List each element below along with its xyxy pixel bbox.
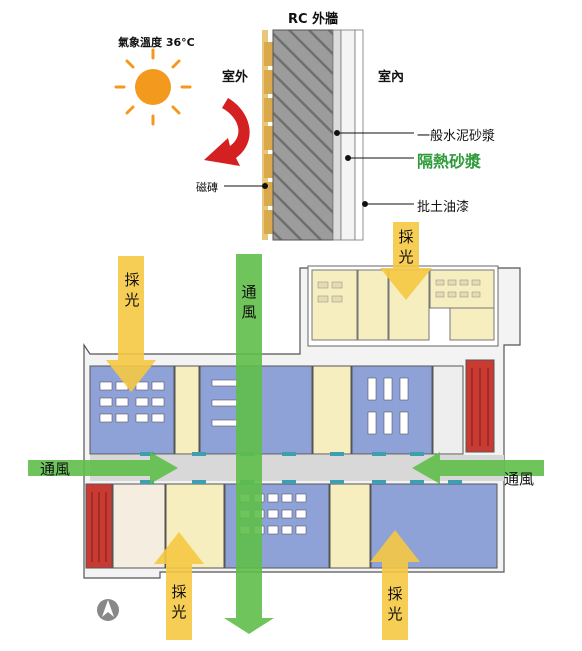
- room-north-1: [311, 269, 358, 341]
- layer-paint-label: 批土油漆: [417, 200, 470, 215]
- layer-mortar-label: 一般水泥砂漿: [417, 129, 496, 144]
- daylight-label-4: 採光: [387, 585, 403, 623]
- room-s-restroom: [112, 483, 166, 569]
- outdoor-label: 室外: [222, 70, 249, 85]
- ventilation-arrows: [28, 254, 544, 634]
- room-north-5: [449, 307, 495, 341]
- room-n-yellow-2: [312, 365, 352, 455]
- sun-icon: [114, 48, 192, 126]
- layer-insulation-label: 隔熱砂漿: [417, 152, 482, 171]
- tile-layer: [262, 30, 273, 240]
- ventilation-label-vertical: 通風: [241, 283, 257, 321]
- heat-reflect-arrow-icon: [204, 98, 250, 166]
- daylight-label-3: 採光: [171, 583, 187, 621]
- temperature-label: 氣象溫度 36°C: [118, 36, 195, 49]
- rc-wall: [272, 29, 334, 241]
- tile-label: 磁磚: [196, 181, 218, 194]
- room-north-2: [357, 269, 389, 341]
- ventilation-label-east: 通風: [504, 470, 535, 488]
- ventilation-label-west: 通風: [40, 460, 71, 478]
- room-north-4: [429, 269, 495, 309]
- room-n-gray: [432, 365, 464, 455]
- daylight-arrows: [106, 222, 432, 640]
- daylight-label-1: 採光: [124, 271, 140, 309]
- wall-title: RC 外牆: [288, 12, 339, 27]
- indoor-label: 室內: [378, 70, 405, 85]
- daylight-label-2: 採光: [398, 228, 414, 266]
- north-arrow-icon: [97, 599, 119, 621]
- room-s-yellow-2: [329, 483, 371, 569]
- room-n-yellow-1: [174, 365, 200, 455]
